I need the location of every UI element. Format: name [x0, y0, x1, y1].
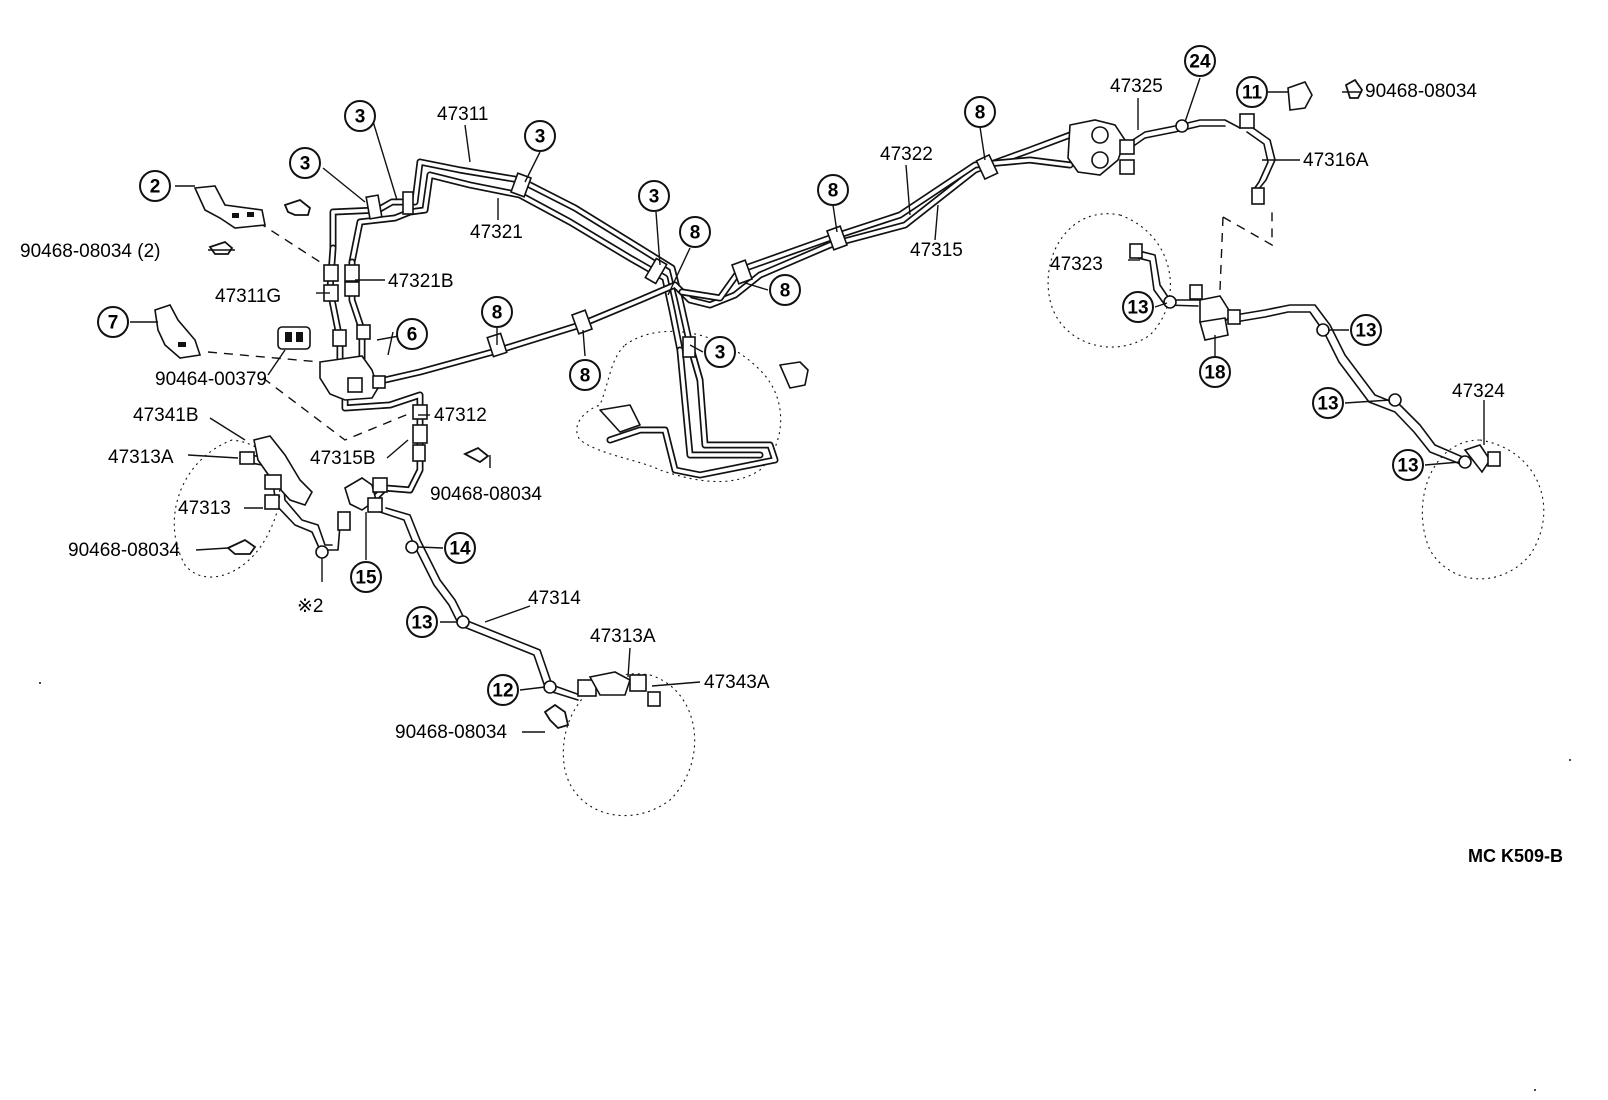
- dash-sensor-to-clip-2: [1219, 216, 1224, 291]
- components: [154, 78, 1501, 730]
- dash-bracket7-to-valve: [207, 351, 321, 363]
- label-90468-left: 90468-08034: [68, 540, 180, 561]
- sensor-47316A: [1251, 187, 1265, 205]
- rear-right-wheel-outline: [1421, 439, 1545, 580]
- callout-13-e: 13: [1397, 456, 1418, 477]
- label-47313A-left: 47313A: [108, 447, 174, 468]
- callout-8-e: 8: [828, 181, 839, 202]
- clip-90468-tr: [1344, 78, 1364, 99]
- clip-90468-bot: [543, 703, 570, 730]
- clip-90468-2: [208, 240, 234, 255]
- clip-90464: [277, 326, 311, 350]
- label-47324: 47324: [1452, 381, 1505, 402]
- diagram-code: MC K509-B: [1468, 846, 1563, 866]
- callout-3-d: 3: [649, 187, 660, 208]
- dash-clip-to-line: [262, 377, 419, 441]
- transmission-outline: [576, 330, 782, 483]
- bracket-2: [193, 185, 266, 229]
- callout-3-e: 3: [715, 343, 726, 364]
- callout-6: 6: [407, 325, 418, 346]
- label-47313A-bottom: 47313A: [590, 626, 656, 647]
- label-47315B: 47315B: [310, 448, 376, 469]
- label-47341B: 47341B: [133, 405, 199, 426]
- callout-8-a: 8: [492, 303, 503, 324]
- front-right-wheel-outline: [1047, 213, 1171, 348]
- label-47321: 47321: [470, 222, 523, 243]
- dash-bracket2-to-union: [257, 221, 321, 263]
- callout-8-f: 8: [975, 103, 986, 124]
- label-47325: 47325: [1110, 76, 1163, 97]
- dash-sensor-to-clip: [1222, 212, 1273, 247]
- label-47311: 47311: [437, 104, 488, 125]
- callout-8-d: 8: [780, 281, 791, 302]
- callout-3-c: 3: [535, 127, 546, 148]
- callout-8-c: 8: [690, 223, 701, 244]
- callout-3-b: 3: [300, 154, 311, 175]
- callout-numbers: 2 3 3 3 3 3 7 6 8 8 8 8 8 8 14 15 13 12: [97, 45, 1461, 706]
- callout-12: 12: [492, 681, 513, 702]
- callout-3-a: 3: [355, 107, 366, 128]
- wheel-outlines: [173, 213, 1545, 817]
- callout-13-c: 13: [1355, 321, 1376, 342]
- label-47321B: 47321B: [388, 271, 454, 292]
- front-left-bracket: [253, 435, 313, 506]
- clip-top: [283, 198, 312, 216]
- part-number-labels: 47311 47321 47322 47315 47325 90468-0803…: [20, 76, 1505, 743]
- callout-11: 11: [1242, 83, 1263, 104]
- load-sensing-valve: [1067, 119, 1126, 176]
- clip-90468-left: [226, 538, 257, 555]
- part-leaders: [187, 91, 1485, 733]
- pipe-clamps: [315, 119, 1472, 694]
- callout-13-b: 13: [1127, 298, 1148, 319]
- label-90468-2: 90468-08034 (2): [20, 241, 161, 262]
- label-star-2: ※2: [297, 596, 324, 617]
- callout-2: 2: [150, 177, 161, 198]
- label-47323: 47323: [1050, 254, 1103, 275]
- callout-13-d: 13: [1317, 394, 1338, 415]
- label-47312: 47312: [434, 405, 487, 426]
- clip-90468-mid: [462, 446, 490, 464]
- callout-7: 7: [108, 313, 119, 334]
- dashed-leaders: [207, 212, 1273, 441]
- callout-15: 15: [355, 568, 377, 589]
- callout-8-b: 8: [580, 366, 591, 387]
- label-47343A: 47343A: [704, 672, 770, 693]
- callout-24: 24: [1189, 52, 1211, 73]
- label-47313: 47313: [178, 498, 231, 519]
- label-47311G: 47311G: [215, 286, 281, 307]
- callout-18: 18: [1204, 363, 1225, 384]
- label-47315: 47315: [910, 240, 963, 261]
- label-90468-bot: 90468-08034: [395, 722, 507, 743]
- bracket-7: [154, 304, 202, 359]
- label-90464: 90464-00379: [155, 369, 267, 390]
- label-47316A: 47316A: [1303, 150, 1369, 171]
- callout-14: 14: [449, 539, 471, 560]
- bracket-18: [1198, 317, 1229, 341]
- label-47314: 47314: [528, 588, 581, 609]
- label-90468-mid: 90468-08034: [430, 484, 542, 505]
- label-47322: 47322: [880, 144, 933, 165]
- label-90468-tr: 90468-08034: [1365, 81, 1477, 102]
- callout-13-a: 13: [411, 613, 432, 634]
- rear-left-hose: [588, 671, 631, 696]
- clip-11: [1287, 81, 1313, 111]
